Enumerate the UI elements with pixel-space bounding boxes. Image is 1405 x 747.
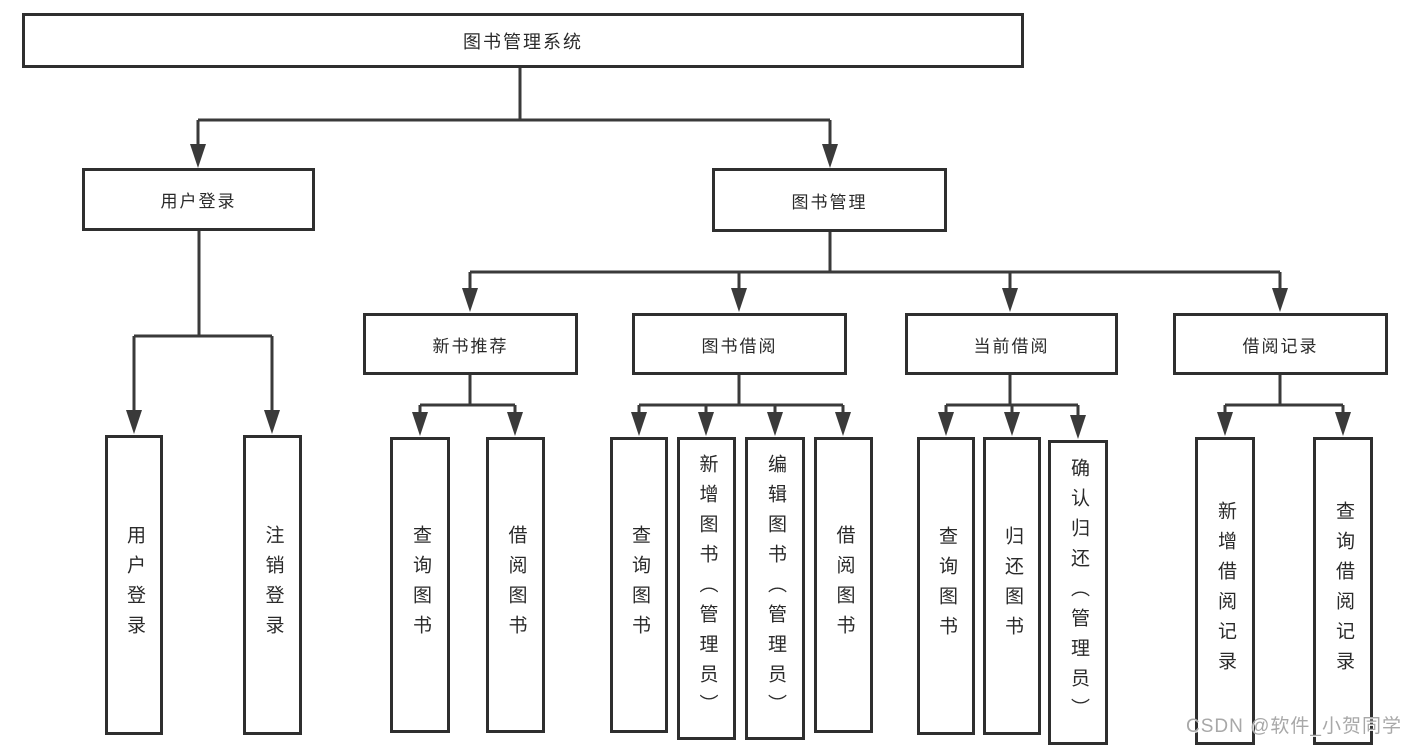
node-book-borrow: 图书借阅: [632, 313, 847, 375]
leaf-return-book: 归还图书: [983, 437, 1041, 735]
leaf-user-login-label: 用户登录: [123, 525, 145, 645]
leaf-borrow-books: 借阅图书: [814, 437, 873, 733]
node-book-borrow-label: 图书借阅: [701, 336, 778, 356]
leaf-return-book-label: 归还图书: [1001, 526, 1023, 646]
leaf-confirm-return-admin-label: 确认归还（管理员）: [1067, 457, 1089, 728]
node-book-management-label: 图书管理: [791, 192, 868, 212]
node-user-login-label: 用户登录: [160, 192, 237, 211]
leaf-borrow-books-recommend-label: 借阅图书: [505, 525, 527, 645]
leaf-confirm-return-admin: 确认归还（管理员）: [1048, 440, 1108, 745]
leaf-query-books-borrow: 查询图书: [610, 437, 668, 733]
leaf-borrow-books-recommend: 借阅图书: [486, 437, 545, 733]
leaf-query-books-recommend-label: 查询图书: [409, 525, 431, 645]
node-borrow-records: 借阅记录: [1173, 313, 1388, 375]
leaf-user-login: 用户登录: [105, 435, 163, 735]
leaf-add-borrow-record: 新增借阅记录: [1195, 437, 1255, 745]
node-new-book-recommend: 新书推荐: [363, 313, 578, 375]
node-current-borrow-label: 当前借阅: [973, 336, 1050, 356]
leaf-logout: 注销登录: [243, 435, 302, 735]
node-new-book-recommend-label: 新书推荐: [432, 336, 509, 356]
leaf-add-book-admin: 新增图书（管理员）: [677, 437, 736, 740]
leaf-edit-book-admin-label: 编辑图书（管理员）: [764, 453, 786, 724]
node-borrow-records-label: 借阅记录: [1242, 336, 1319, 356]
leaf-logout-label: 注销登录: [262, 525, 284, 645]
leaf-query-books-borrow-label: 查询图书: [628, 525, 650, 645]
node-root: 图书管理系统: [22, 13, 1024, 68]
leaf-query-books-recommend: 查询图书: [390, 437, 450, 733]
node-current-borrow: 当前借阅: [905, 313, 1118, 375]
node-root-label: 图书管理系统: [463, 31, 583, 52]
leaf-query-borrow-record-label: 查询借阅记录: [1332, 501, 1354, 681]
leaf-edit-book-admin: 编辑图书（管理员）: [745, 437, 805, 740]
node-user-login: 用户登录: [82, 168, 315, 231]
csdn-watermark: CSDN @软件_小贺同学: [1186, 716, 1402, 737]
leaf-add-borrow-record-label: 新增借阅记录: [1214, 501, 1236, 681]
leaf-query-borrow-record: 查询借阅记录: [1313, 437, 1373, 745]
leaf-query-books-current: 查询图书: [917, 437, 975, 735]
leaf-borrow-books-label: 借阅图书: [833, 525, 855, 645]
leaf-query-books-current-label: 查询图书: [935, 526, 957, 646]
node-book-management: 图书管理: [712, 168, 947, 232]
leaf-add-book-admin-label: 新增图书（管理员）: [696, 453, 718, 724]
